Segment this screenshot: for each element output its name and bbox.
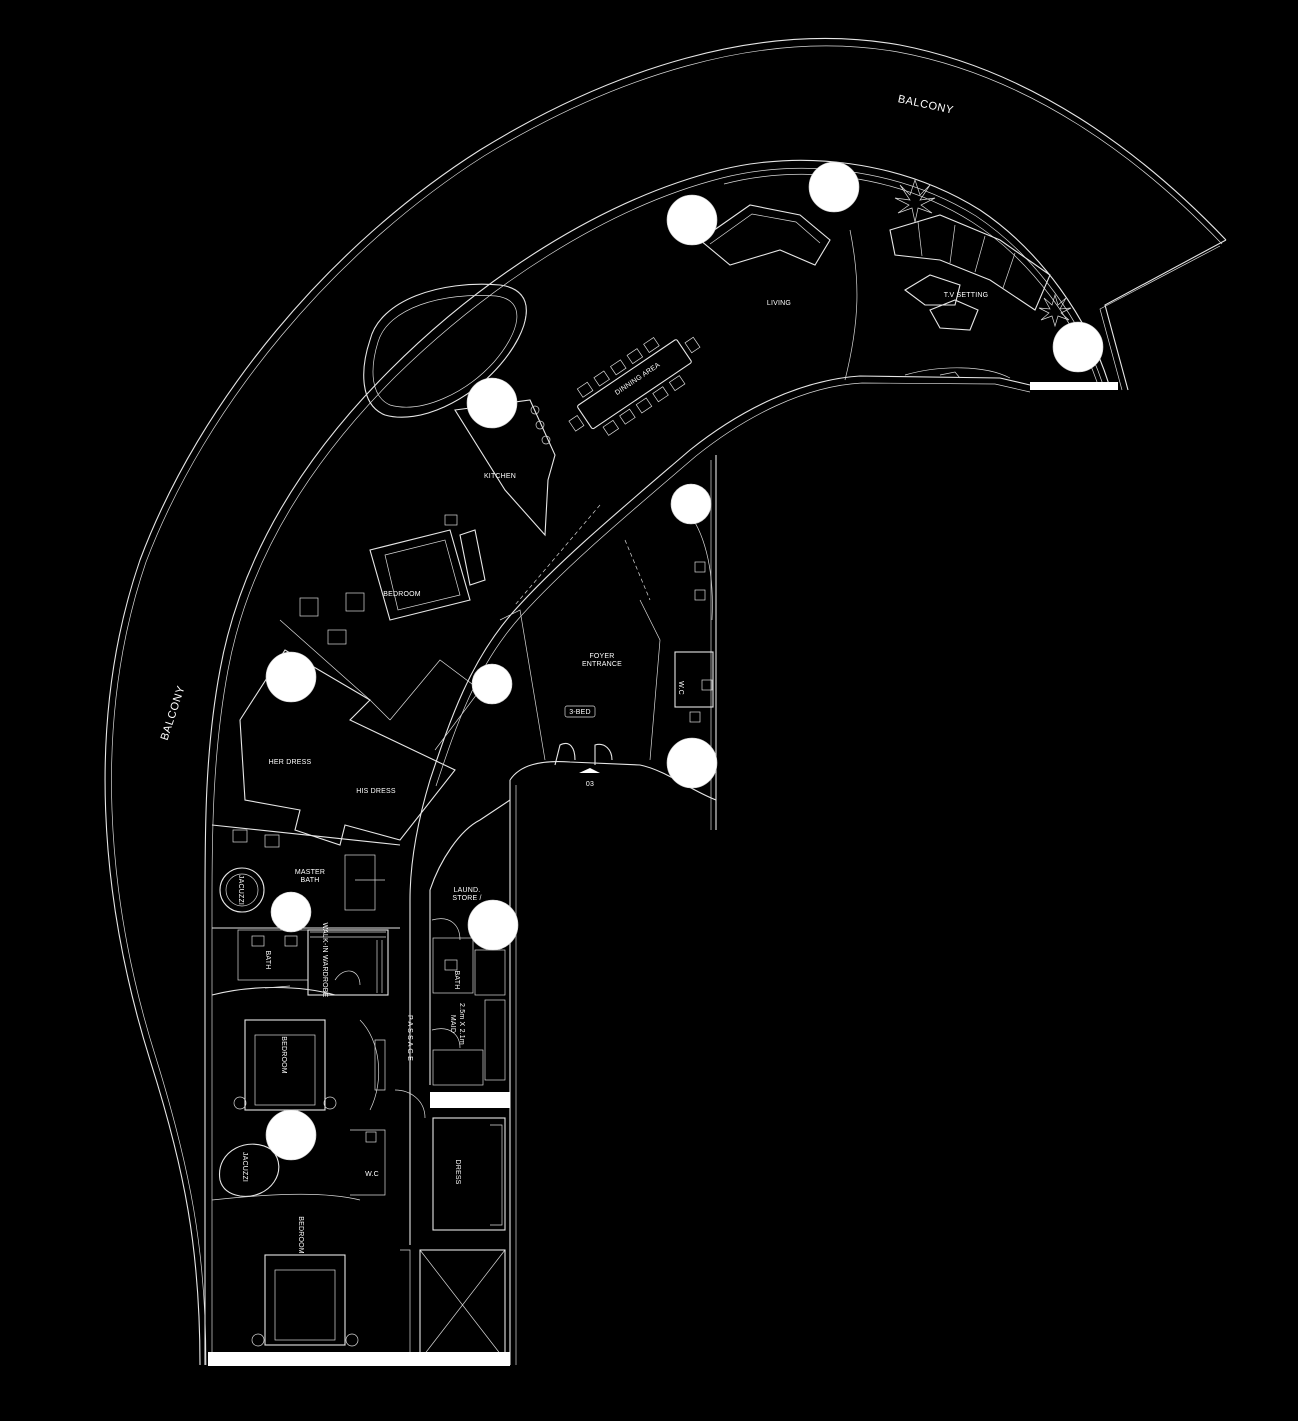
label-kitchen: KITCHEN: [484, 473, 516, 480]
bath-1-wardrobe: [211, 929, 389, 996]
label-entrance: ENTRANCE: [582, 661, 622, 668]
living-sofa: [699, 204, 858, 381]
label-tv-setting: T.V SETTING: [944, 292, 989, 299]
position-markers: [265, 161, 1104, 1161]
marker-circle: [1052, 321, 1104, 373]
marker-circle: [466, 377, 518, 429]
label-maid: MAID: [449, 1015, 456, 1033]
bedroom-1-furniture: [279, 514, 486, 721]
top-right-slab: [1030, 382, 1118, 390]
label-her-dress: HER DRESS: [269, 759, 312, 766]
label-entry-number: 03: [586, 781, 594, 788]
pool: [363, 283, 527, 418]
marker-circle: [808, 161, 860, 213]
dining-table: [568, 336, 701, 436]
marker-circle: [270, 891, 312, 933]
label-wc-1: W.C: [365, 1171, 379, 1178]
label-living: LIVING: [767, 300, 791, 307]
kitchen-counter: [454, 399, 556, 537]
bed-tag-box: [564, 705, 596, 718]
label-foyer: FOYER: [589, 653, 614, 660]
label-bedroom-2: BEDROOM: [280, 1036, 287, 1074]
balcony-outline: [104, 37, 1227, 1366]
label-wc-2: W.C: [677, 681, 684, 695]
label-3-bed: 3-BED: [569, 709, 591, 716]
bath-2-jacuzzi: [211, 1129, 386, 1201]
label-bath-2: BATH: [453, 971, 460, 990]
label-jacuzzi-2: JACUZZI: [241, 1152, 248, 1182]
label-jacuzzi-1: JACUZZI: [237, 875, 244, 905]
marker-circle: [666, 737, 718, 789]
marker-circle: [467, 899, 519, 951]
label-master: MASTER: [295, 869, 325, 876]
marker-circle: [265, 651, 317, 703]
bottom-slab: [208, 1352, 510, 1366]
label-master-bath: BATH: [301, 877, 320, 884]
plant-icon: [1038, 293, 1072, 328]
dress-rooms: [232, 649, 481, 848]
label-bedroom-1: BEDROOM: [383, 591, 421, 598]
marker-circle: [265, 1109, 317, 1161]
bedroom-2-furniture: [233, 1019, 386, 1111]
label-his-dress: HIS DRESS: [356, 788, 396, 795]
marker-circle: [666, 194, 718, 246]
marker-circle: [670, 483, 712, 525]
label-store: STORE /: [452, 895, 481, 902]
master-bath: [211, 824, 401, 929]
label-dress: DRESS: [454, 1159, 461, 1184]
foyer-partitions: [499, 504, 661, 773]
label-walk-in-wardrobe: WALK-IN WARDROBE: [321, 922, 328, 997]
label-passage: P A S S A G E: [406, 1015, 413, 1061]
label-maid-size: 2.5m X 2.1m: [458, 1003, 465, 1045]
label-laund: LAUND.: [454, 887, 481, 894]
bedroom-3-furniture: [251, 1254, 359, 1347]
label-bath-1: BATH: [264, 951, 271, 970]
label-bedroom-3: BEDROOM: [297, 1216, 304, 1254]
plant-icon: [894, 178, 936, 223]
tv-sectional-sofa: [889, 214, 1051, 379]
marker-circle: [471, 663, 513, 705]
